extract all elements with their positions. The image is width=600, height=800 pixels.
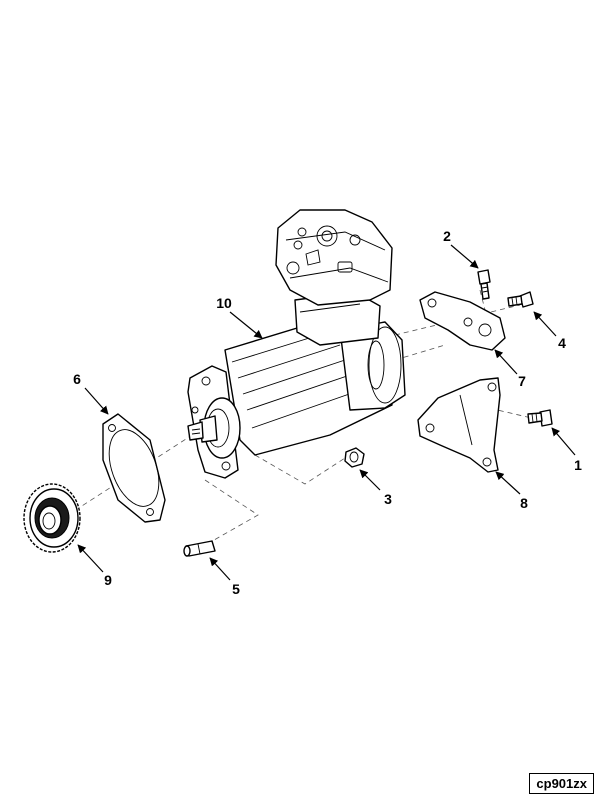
part-8-lower-bracket: [417, 377, 501, 473]
part-2-capscrew: [477, 269, 491, 300]
part-9-drive-gear: [23, 483, 81, 553]
part-5-dowel-pin: [183, 540, 216, 557]
callout-2: 2: [443, 228, 451, 244]
part-10-air-compressor: [187, 209, 406, 479]
callout-4: 4: [558, 335, 566, 351]
part-3-nut: [344, 447, 365, 468]
part-6-gasket: [102, 413, 166, 523]
callout-10: 10: [216, 295, 232, 311]
part-4-capscrew: [507, 291, 534, 308]
callout-8: 8: [520, 495, 528, 511]
reference-code-label: cp901zx: [529, 773, 594, 794]
callout-7: 7: [518, 373, 526, 389]
part-7-upper-bracket: [419, 291, 506, 351]
callout-1: 1: [574, 457, 582, 473]
callout-leaders: [77, 244, 576, 581]
callout-labels: 1 2 3 4 5 6 7 8 9 10: [73, 228, 582, 597]
callout-9: 9: [104, 572, 112, 588]
callout-6: 6: [73, 371, 81, 387]
callout-5: 5: [232, 581, 240, 597]
part-1-capscrew: [527, 409, 553, 427]
callout-3: 3: [384, 491, 392, 507]
